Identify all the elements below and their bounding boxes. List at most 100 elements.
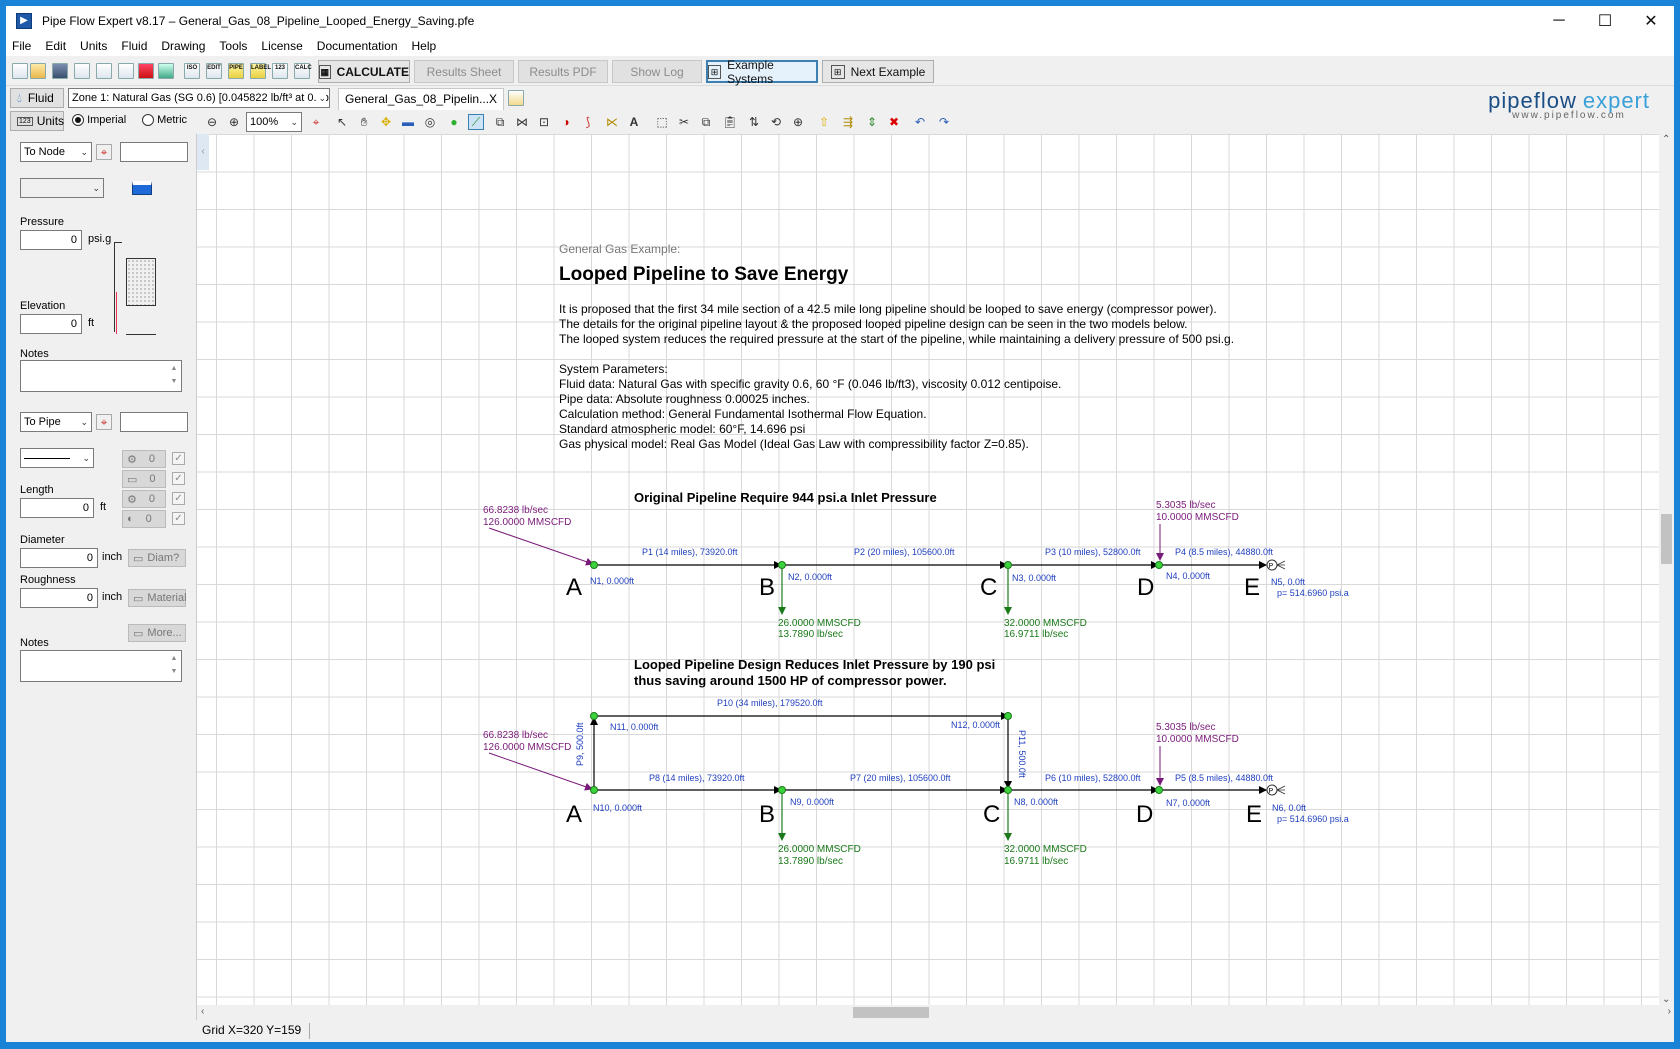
tab-document[interactable]: General_Gas_08_Pipelin... X: [338, 88, 504, 110]
menu-documentation[interactable]: Documentation: [316, 39, 398, 53]
tank-icon[interactable]: ▬: [402, 115, 414, 129]
distribute-icon[interactable]: ⇶: [842, 115, 854, 129]
node-name-field[interactable]: [120, 142, 188, 162]
show-log-button[interactable]: Show Log: [612, 60, 702, 83]
spreadsheet-icon[interactable]: [158, 63, 174, 79]
menu-file[interactable]: File: [12, 39, 32, 53]
save-icon[interactable]: [52, 63, 68, 79]
zoom-select[interactable]: 100% ⌄: [246, 112, 302, 132]
cut-icon[interactable]: ✂: [678, 115, 690, 129]
to-node-select[interactable]: To Node ⌄: [20, 142, 92, 162]
node-n8[interactable]: [1004, 786, 1012, 794]
pressure-regulator-icon[interactable]: ⟆: [585, 115, 591, 129]
number-icon[interactable]: 123: [272, 63, 288, 79]
close-button[interactable]: ✕: [1644, 13, 1658, 30]
pipe-locate-icon[interactable]: ⌖: [96, 414, 112, 430]
more-button[interactable]: ▭More...: [128, 624, 186, 642]
imperial-radio[interactable]: Imperial: [72, 114, 126, 127]
draw-pipe-icon[interactable]: ⟋: [468, 114, 484, 130]
node-n4[interactable]: [1155, 561, 1163, 569]
fluid-button[interactable]: 💧︎ Fluid: [10, 88, 64, 108]
paste-icon[interactable]: 📋︎: [722, 115, 738, 129]
join-point-icon[interactable]: ◎: [424, 115, 436, 129]
label-icon[interactable]: LABEL: [250, 63, 271, 79]
tab-close-icon[interactable]: X: [488, 92, 497, 106]
drawing-canvas[interactable]: ‹ General Gas Example: Looped Pipeline t…: [197, 134, 1660, 1005]
iso-icon[interactable]: ISO: [184, 63, 200, 79]
node-n7[interactable]: [1155, 786, 1163, 794]
calc-icon[interactable]: CALC: [294, 63, 312, 79]
fitting-2-checkbox[interactable]: ✓: [172, 472, 185, 485]
drawing-area[interactable]: ‹ General Gas Example: Looped Pipeline t…: [196, 134, 1674, 1020]
fitting-icon[interactable]: ⧉: [495, 114, 505, 129]
node-locate-icon[interactable]: ⌖: [96, 144, 112, 160]
scroll-right-icon[interactable]: ›: [1667, 1006, 1671, 1017]
zoom-in-icon[interactable]: ⊕: [228, 115, 240, 129]
menu-drawing[interactable]: Drawing: [161, 39, 206, 53]
fitting-3-checkbox[interactable]: ✓: [172, 492, 185, 505]
pointer-icon[interactable]: ↖: [336, 115, 348, 129]
horizontal-scrollbar[interactable]: ‹ ›: [197, 1005, 1674, 1020]
scroll-down-icon[interactable]: ⌄: [1662, 994, 1671, 1005]
node-n2[interactable]: [778, 561, 786, 569]
redo-icon[interactable]: ↷: [938, 115, 950, 129]
pipeline-diagram[interactable]: Original Pipeline Require 944 psi.a Inle…: [197, 134, 1660, 1005]
fitting-count-4[interactable]: ◐0: [122, 510, 166, 528]
open-folder-icon[interactable]: [30, 63, 46, 79]
pump-icon[interactable]: ◑: [562, 115, 570, 129]
diam-button[interactable]: ▭Diam?: [128, 549, 186, 567]
to-pipe-select[interactable]: To Pipe ⌄: [20, 412, 92, 432]
node-n12[interactable]: [1004, 712, 1012, 720]
maximize-button[interactable]: ☐: [1597, 13, 1613, 30]
metric-radio[interactable]: Metric: [142, 114, 187, 127]
new-file-icon[interactable]: [12, 63, 28, 79]
units-button[interactable]: 123 Units: [10, 111, 64, 131]
menu-edit[interactable]: Edit: [45, 39, 67, 53]
select-box-icon[interactable]: ⬚: [656, 115, 668, 129]
line-style-select[interactable]: ⌄: [20, 448, 94, 468]
zoom-window-icon[interactable]: ⊕: [792, 115, 804, 129]
menu-fluid[interactable]: Fluid: [121, 39, 148, 53]
crosshair-icon[interactable]: ⌖: [312, 114, 320, 129]
node-type-select[interactable]: ⌄: [20, 178, 104, 198]
scroll-left-icon[interactable]: ‹: [201, 1006, 205, 1017]
delete-icon[interactable]: ✖: [888, 115, 900, 129]
elevation-field[interactable]: 0: [20, 314, 82, 334]
email-icon[interactable]: [74, 63, 90, 79]
menu-help[interactable]: Help: [411, 39, 437, 53]
node-n10[interactable]: [590, 786, 598, 794]
node-n3[interactable]: [1004, 561, 1012, 569]
material-button[interactable]: ▭Material: [128, 589, 187, 607]
example-systems-button[interactable]: ⊞ Example Systems: [706, 58, 818, 86]
vertical-scrollbar[interactable]: ⌃ ⌄: [1659, 134, 1674, 1005]
pipe-name-field[interactable]: [120, 412, 188, 432]
print-icon[interactable]: [118, 63, 134, 79]
node-n11[interactable]: [590, 712, 598, 720]
flow-control-icon[interactable]: ⋉: [606, 115, 618, 129]
node-n1[interactable]: [590, 561, 598, 569]
undo-icon[interactable]: ↶: [914, 115, 926, 129]
app-icon[interactable]: ▶: [16, 13, 32, 29]
align-icon[interactable]: ⇧: [818, 115, 830, 129]
pan-hand-icon[interactable]: ✋︎: [360, 114, 368, 129]
zoom-out-icon[interactable]: ⊖: [206, 115, 218, 129]
node-icon[interactable]: ●: [450, 115, 458, 129]
results-pdf-button[interactable]: Results PDF: [518, 60, 608, 83]
next-example-button[interactable]: ⊞ Next Example: [822, 60, 934, 83]
length-field[interactable]: 0: [20, 498, 94, 518]
pipe-icon[interactable]: PIPE: [228, 63, 244, 79]
rotate-icon[interactable]: ⟲: [770, 115, 782, 129]
menu-tools[interactable]: Tools: [219, 39, 248, 53]
minimize-button[interactable]: ─: [1553, 12, 1565, 29]
vertical-scroll-thumb[interactable]: [1661, 514, 1672, 564]
menu-units[interactable]: Units: [80, 39, 108, 53]
edit-icon[interactable]: EDIT: [206, 63, 222, 79]
component-icon[interactable]: ⊡: [538, 115, 550, 129]
export-icon[interactable]: [96, 63, 112, 79]
menu-license[interactable]: License: [261, 39, 303, 53]
spacing-icon[interactable]: ⇕: [866, 115, 878, 129]
copy-icon[interactable]: ⧉: [701, 114, 711, 129]
pdf-icon[interactable]: [138, 63, 154, 79]
text-icon[interactable]: A: [629, 115, 639, 129]
fitting-1-checkbox[interactable]: ✓: [172, 452, 185, 465]
